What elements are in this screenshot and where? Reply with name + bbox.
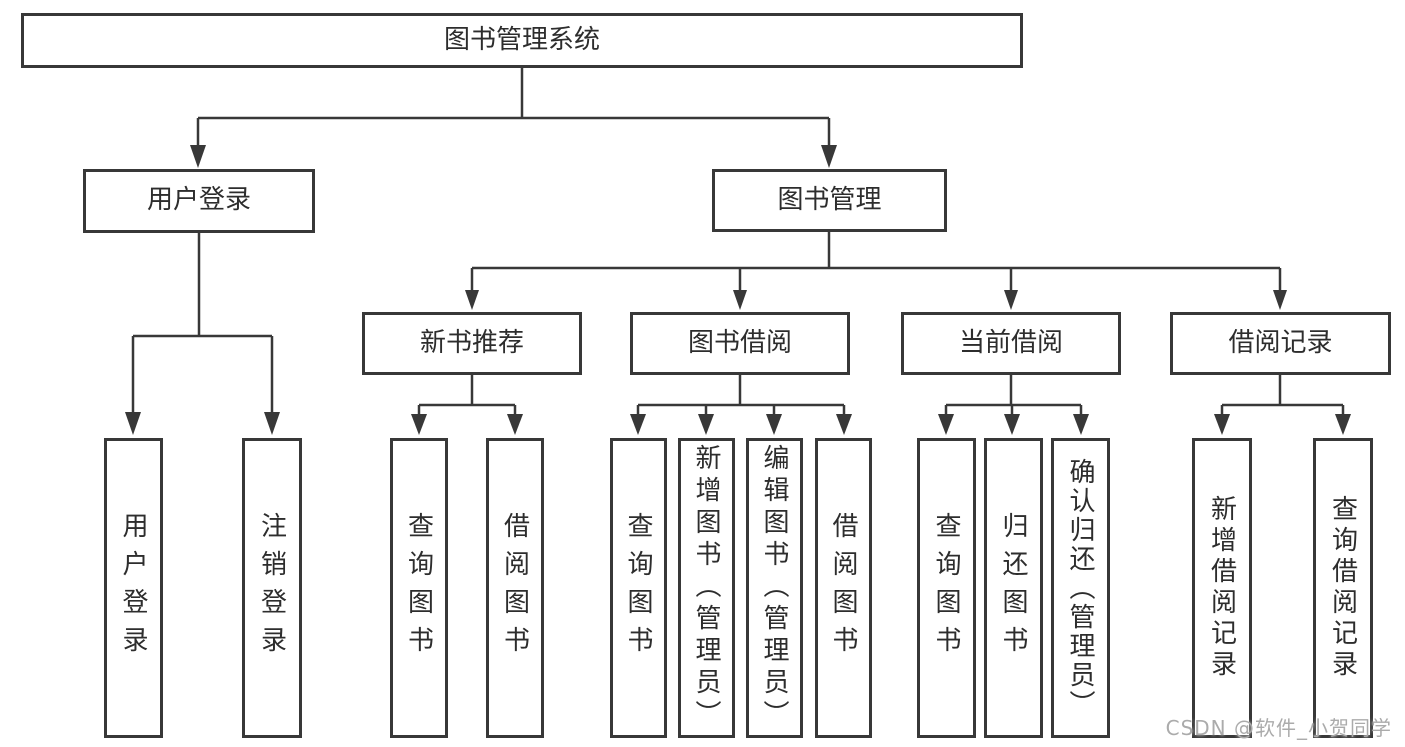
leaf-records-add-label: 新增借阅记录 [1206,495,1237,681]
leaf-user-login-label: 用户登录 [118,512,148,664]
leaf-borrow-borrow-books: 借阅图书 [815,438,872,738]
leaf-current-query-books-label: 查询图书 [931,512,961,664]
leaf-borrow-borrow-books-label: 借阅图书 [828,512,858,664]
leaf-records-query-label: 查询借阅记录 [1327,495,1358,681]
node-user-login: 用户登录 [83,169,315,233]
leaf-current-confirm-return-admin-label: 确认归还（管理员） [1065,457,1095,719]
node-borrow-records-label: 借阅记录 [1228,327,1333,358]
leaf-current-confirm-return-admin: 确认归还（管理员） [1051,438,1110,738]
leaf-borrow-add-books-admin-label: 新增图书（管理员） [691,444,721,732]
leaf-borrow-edit-books-admin-label: 编辑图书（管理员） [759,444,789,732]
leaf-records-add: 新增借阅记录 [1192,438,1252,738]
leaf-current-return-books-label: 归还图书 [998,512,1028,664]
leaf-borrow-query-books-label: 查询图书 [623,512,653,664]
node-user-login-label: 用户登录 [146,185,251,216]
node-book-management: 图书管理 [712,169,947,232]
node-book-borrow-label: 图书借阅 [687,327,792,358]
node-borrow-records: 借阅记录 [1170,312,1391,375]
leaf-records-query: 查询借阅记录 [1313,438,1373,738]
leaf-borrow-edit-books-admin: 编辑图书（管理员） [746,438,803,738]
leaf-newbook-query-books: 查询图书 [390,438,448,738]
node-root: 图书管理系统 [21,13,1023,68]
node-current-borrow-label: 当前借阅 [958,327,1063,358]
node-new-book-recommend: 新书推荐 [362,312,582,375]
csdn-watermark: CSDN @软件_小贺同学 [1165,716,1392,740]
node-new-book-recommend-label: 新书推荐 [419,327,524,358]
node-book-borrow: 图书借阅 [630,312,850,375]
node-book-management-label: 图书管理 [777,184,882,215]
node-current-borrow: 当前借阅 [901,312,1121,375]
leaf-user-login: 用户登录 [104,438,163,738]
leaf-current-return-books: 归还图书 [984,438,1043,738]
node-root-label: 图书管理系统 [443,24,600,55]
leaf-current-query-books: 查询图书 [917,438,976,738]
leaf-logout-label: 注销登录 [256,512,287,664]
leaf-newbook-query-books-label: 查询图书 [403,512,434,664]
leaf-newbook-borrow-books-label: 借阅图书 [499,512,530,664]
leaf-newbook-borrow-books: 借阅图书 [486,438,544,738]
leaf-borrow-add-books-admin: 新增图书（管理员） [678,438,735,738]
leaf-borrow-query-books: 查询图书 [610,438,667,738]
leaf-logout: 注销登录 [242,438,302,738]
